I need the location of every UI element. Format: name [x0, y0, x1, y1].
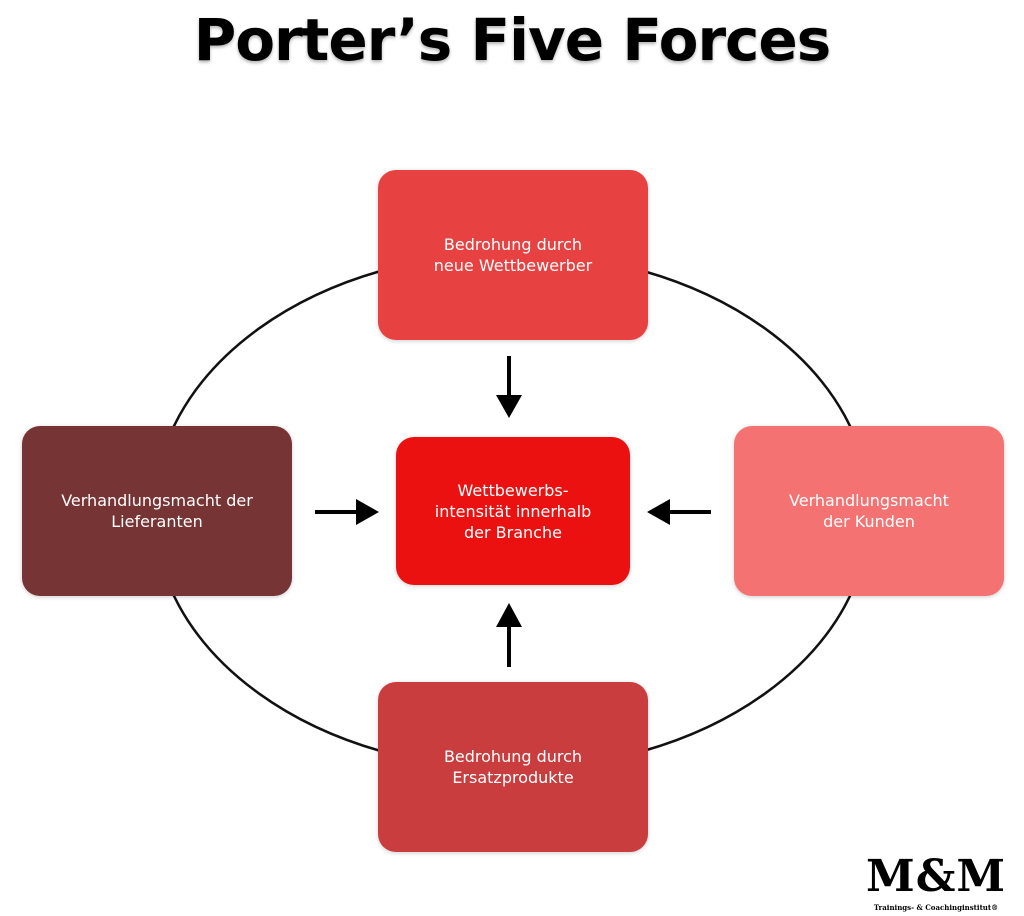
- force-substitutes-label: Bedrohung durch Ersatzprodukte: [443, 747, 583, 787]
- force-industry-rivalry-label: Wettbewerbs- intensität innerhalb der Br…: [434, 480, 592, 542]
- arrow-left-icon: [647, 499, 711, 525]
- logo-subtitle: Trainings- & Coachinginstitut®: [873, 903, 999, 912]
- company-logo: M&M Trainings- & Coachinginstitut®: [866, 851, 1007, 913]
- force-industry-rivalry: Wettbewerbs- intensität innerhalb der Br…: [396, 437, 630, 585]
- force-new-entrants-label: Bedrohung durch neue Wettbewerber: [433, 235, 593, 275]
- arrow-down-icon: [496, 356, 522, 418]
- arrow-up-icon: [496, 603, 522, 667]
- logo-mark: M&M: [866, 851, 1007, 902]
- force-supplier-power-label: Verhandlungsmacht der Lieferanten: [61, 491, 253, 531]
- force-buyer-power-label: Verhandlungsmacht der Kunden: [789, 491, 949, 531]
- force-buyer-power: Verhandlungsmacht der Kunden: [734, 426, 1004, 596]
- page-title: Porter’s Five Forces: [193, 6, 832, 74]
- arrow-right-icon: [315, 499, 379, 525]
- force-supplier-power: Verhandlungsmacht der Lieferanten: [22, 426, 292, 596]
- force-new-entrants: Bedrohung durch neue Wettbewerber: [378, 170, 648, 340]
- force-substitutes: Bedrohung durch Ersatzprodukte: [378, 682, 648, 852]
